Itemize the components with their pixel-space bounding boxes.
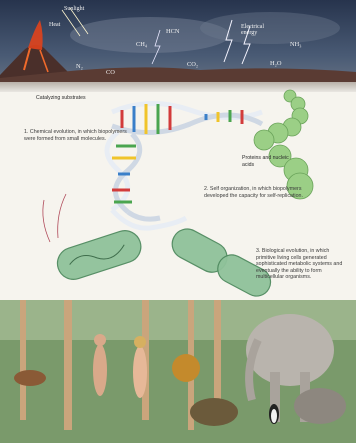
stage-1-caption: 1. Chemical evolution, in which biopolym… bbox=[24, 129, 136, 142]
stage-2-text: Self organization, in which biopolymers … bbox=[204, 186, 303, 199]
stage-3-text: Biological evolution, in which primitive… bbox=[256, 248, 342, 280]
stage-2-caption: 2. Self organization, in which biopolyme… bbox=[204, 186, 322, 199]
proteins-nucleic-acids-label: Proteins and nucleic acids bbox=[242, 155, 290, 168]
stage-1-number: 1. bbox=[24, 129, 28, 135]
stage-3-number: 3. bbox=[256, 248, 260, 254]
stage-2-number: 2. bbox=[204, 186, 208, 192]
stage-1-text: Chemical evolution, in which biopolymers… bbox=[24, 129, 127, 142]
stage-3-caption: 3. Biological evolution, in which primit… bbox=[256, 248, 348, 281]
